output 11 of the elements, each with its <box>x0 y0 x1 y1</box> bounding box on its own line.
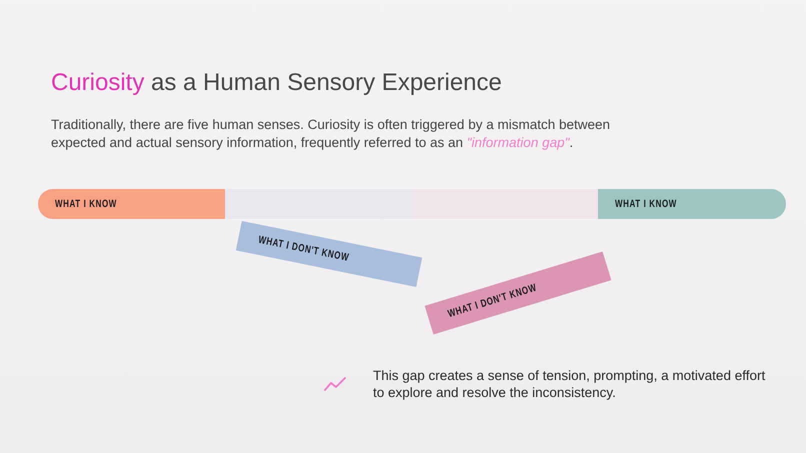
bar-segment <box>598 189 786 219</box>
bar-segment <box>225 189 412 219</box>
bar-segment <box>38 189 225 219</box>
bar-label: WHAT I DON'T KNOW <box>446 282 538 320</box>
bar-label: WHAT I KNOW <box>55 198 117 210</box>
bar-label: WHAT I DON'T KNOW <box>257 233 350 264</box>
bar-segment <box>412 189 598 219</box>
note-text: This gap creates a sense of tension, prompting, a motivated effort to explore and resolve the inconsistency. <box>373 367 766 401</box>
slide-title: Curiosity as a Human Sensory Experience <box>51 68 502 98</box>
intro-paragraph: Traditionally, there are five human senses. Curiosity is often triggered by a mismatch between expected and actual sensory information, frequently referred to as an "information gap". <box>51 116 612 152</box>
bar-label: WHAT I KNOW <box>615 198 677 210</box>
